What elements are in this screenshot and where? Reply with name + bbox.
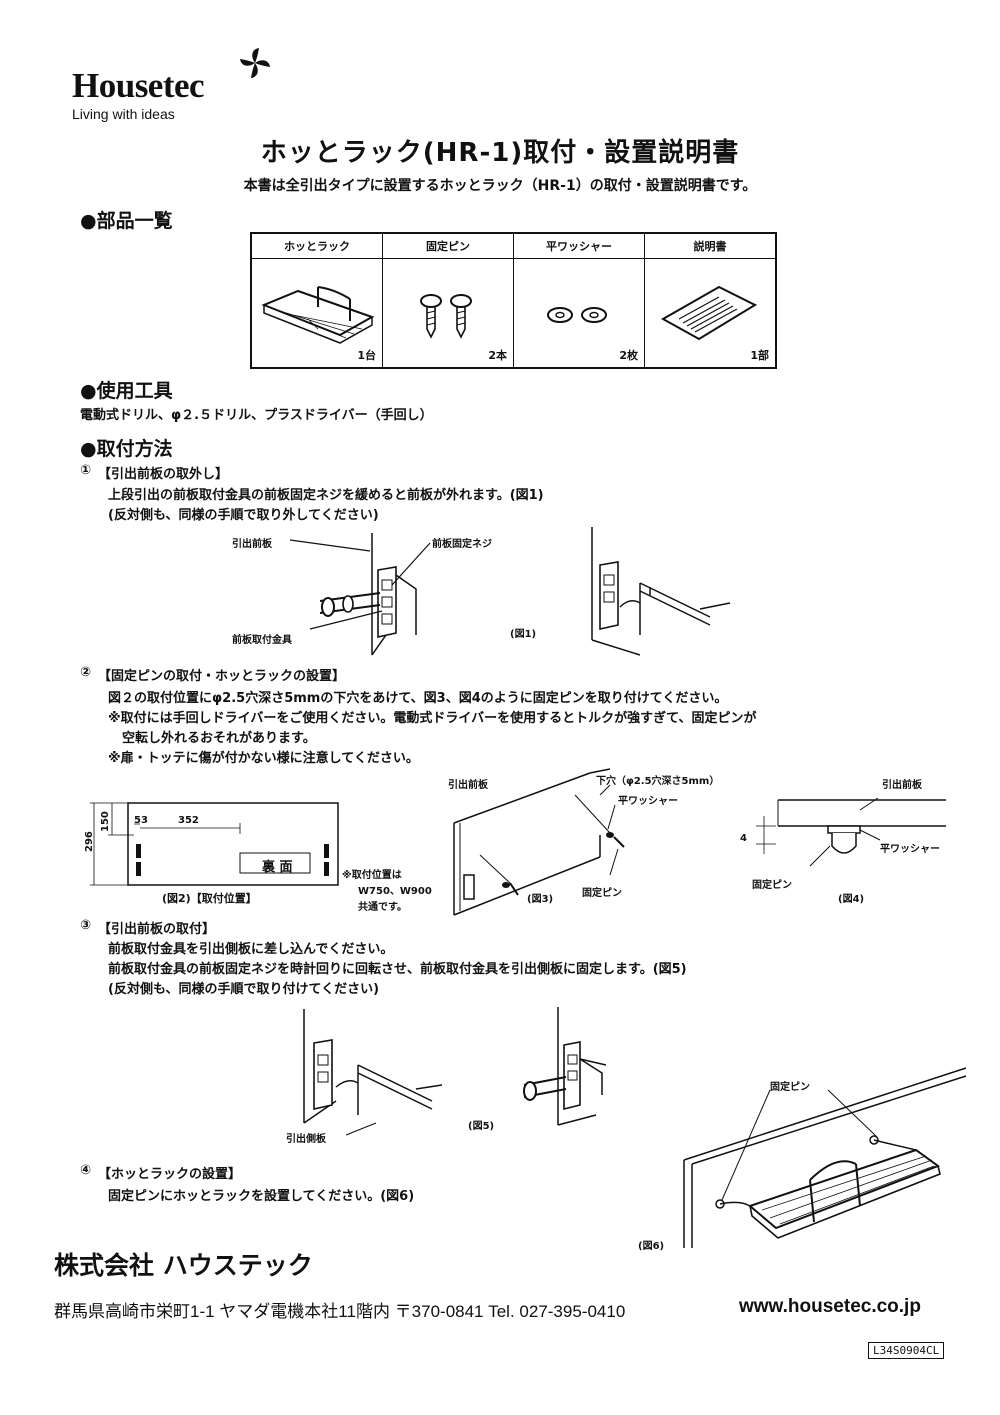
washer-icon	[547, 307, 607, 323]
company-url[interactable]: www.housetec.co.jp	[739, 1296, 921, 1317]
fig1-caption: (図1)	[510, 629, 537, 640]
parts-col-washer: 平ワッシャー	[513, 232, 645, 259]
pinwheel-logo-icon	[240, 48, 270, 78]
fig3-label-hole: 下穴（φ2.5穴深さ5mm）	[596, 776, 720, 787]
step4-number: ④	[80, 1163, 92, 1178]
fig2-note-line3: 共通です。	[358, 902, 407, 913]
step1-title: 【引出前板の取外し】	[98, 467, 229, 482]
parts-col-rack: ホッとラック	[250, 232, 383, 259]
manual-icon	[660, 285, 758, 341]
parts-cell-manual: 1部	[644, 258, 777, 369]
fig6-label-pin: 固定ピン	[770, 1082, 810, 1093]
company-address: 群馬県高崎市栄町1-1 ヤマダ電機本社11階内 〒370-0841 Tel. 0…	[54, 1302, 626, 1321]
parts-cell-pin: 2本	[382, 258, 514, 369]
qty-rack: 1台	[357, 349, 376, 362]
fig4-caption: (図4)	[838, 894, 865, 905]
fig1-label-front-panel: 引出前板	[232, 539, 272, 550]
fig2-back-label: 裏 面	[262, 860, 293, 875]
figure-4-drawing	[756, 797, 946, 867]
company-name: 株式会社 ハウステック	[54, 1251, 313, 1280]
step3-number: ③	[80, 918, 92, 933]
fig4-dim: 4	[740, 833, 747, 844]
step3-line3: (反対側も、同様の手順で取り付けてください)	[108, 982, 380, 997]
parts-cell-washer: 2枚	[513, 258, 645, 369]
document-code: L34S0904CL	[868, 1342, 945, 1359]
figure-2-drawing	[90, 802, 339, 886]
page-subtitle: 本書は全引出タイプに設置するホッとラック（HR-1）の取付・設置説明書です。	[243, 178, 757, 194]
fig6-caption: (図6)	[638, 1241, 665, 1252]
step3-line1: 前板取付金具を引出側板に差し込んでください。	[108, 942, 394, 957]
figure-1-drawing	[289, 527, 731, 656]
qty-washer: 2枚	[619, 349, 638, 362]
fig2-note-line1: ※取付位置は	[342, 870, 402, 881]
fig1-label-bracket: 前板取付金具	[232, 635, 292, 646]
step2-line1: 図２の取付位置にφ2.5穴深さ5mmの下穴をあけて、図3、図4のように固定ピンを…	[108, 691, 728, 706]
step1-number: ①	[80, 463, 92, 478]
fig3-caption: (図3)	[527, 894, 554, 905]
method-heading: ●取付方法	[80, 438, 173, 460]
fig3-label-washer: 平ワッシャー	[618, 796, 678, 807]
fig2-note-line2: W750、W900	[358, 886, 432, 897]
qty-manual: 1部	[750, 349, 769, 362]
tools-heading: ●使用工具	[80, 380, 173, 402]
fig3-label-front-panel: 引出前板	[448, 780, 488, 791]
fig2-dim-352: 352	[178, 815, 199, 826]
brand-tagline: Living with ideas	[72, 106, 175, 122]
fig4-label-front-panel: 引出前板	[882, 780, 922, 791]
step4-line1: 固定ピンにホッとラックを設置してください。(図6)	[108, 1189, 415, 1204]
fig2-caption: (図2)【取付位置】	[162, 892, 257, 905]
rack-icon	[261, 286, 375, 344]
fig2-dim-53: 53	[134, 815, 148, 826]
fig4-label-pin: 固定ピン	[752, 880, 792, 891]
tools-text: 電動式ドリル、φ２.５ドリル、プラスドライバー（手回し）	[80, 408, 433, 423]
step2-line2: ※取付には手回しドライバーをご使用ください。電動式ドライバーを使用するとトルクが…	[108, 711, 757, 726]
fig4-label-washer: 平ワッシャー	[880, 844, 940, 855]
fig2-dim-vertical: 150	[100, 811, 111, 832]
fig2-dim-height: 296	[84, 831, 95, 852]
fig3-label-pin: 固定ピン	[582, 888, 622, 899]
step2-title: 【固定ピンの取付・ホッとラックの設置】	[98, 669, 346, 684]
page-title: ホッとラック(HR-1)取付・設置説明書	[260, 138, 740, 168]
figure-5-drawing	[303, 1007, 607, 1136]
fig5-label-side-panel: 引出側板	[286, 1134, 326, 1145]
step1-line1: 上段引出の前板取付金具の前板固定ネジを緩めると前板が外れます。(図1)	[108, 488, 544, 503]
qty-pin: 2本	[488, 349, 507, 362]
step2-line4: ※扉・トッテに傷が付かない様に注意してください。	[108, 751, 419, 766]
pin-icon	[420, 294, 472, 339]
parts-table: ホッとラック 固定ピン 平ワッシャー 説明書 1台 2本	[250, 232, 777, 369]
step4-title: 【ホッとラックの設置】	[98, 1167, 242, 1182]
figure-3-drawing	[453, 768, 625, 916]
step1-line2: (反対側も、同様の手順で取り外してください)	[108, 508, 379, 523]
parts-col-manual: 説明書	[644, 232, 777, 259]
parts-cell-rack: 1台	[250, 258, 383, 369]
fig5-caption: (図5)	[468, 1121, 495, 1132]
step2-number: ②	[80, 665, 92, 680]
parts-heading: ●部品一覧	[80, 210, 173, 232]
fig1-label-screw: 前板固定ネジ	[432, 539, 492, 550]
step3-title: 【引出前板の取付】	[98, 922, 216, 937]
step2-line3: 空転し外れるおそれがあります。	[122, 731, 316, 746]
parts-col-pin: 固定ピン	[382, 232, 514, 259]
step3-line2: 前板取付金具の前板固定ネジを時計回りに回転させ、前板取付金具を引出側板に固定しま…	[108, 962, 687, 977]
figure-6-drawing	[683, 1067, 967, 1248]
brand-logo: Housetec	[72, 66, 205, 105]
